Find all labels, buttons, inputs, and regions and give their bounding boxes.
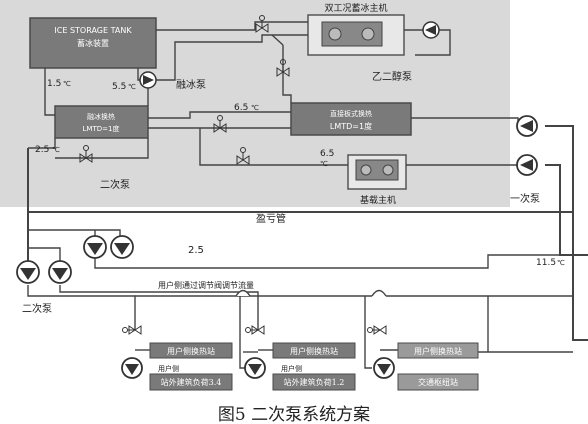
valve-icon [236, 147, 250, 165]
bypass-pipe-label: 盈亏管 [256, 212, 286, 225]
base-chiller-label: 基载主机 [360, 194, 396, 206]
glycol-pump-label: 乙二醇泵 [372, 70, 412, 83]
glycol-pump [422, 21, 440, 39]
secondary-pump-lower-3 [83, 235, 107, 259]
secondary-pump-lower-4 [110, 235, 134, 259]
temp-2-5-upper: 2.5 [35, 145, 49, 155]
temp-6-5-lower: 6.5 [320, 149, 334, 159]
user-hx-1-label: 用户侧换热站 [167, 346, 215, 356]
melt-hx-title: 融冰换热 [87, 112, 115, 121]
load-3-label: 交通枢纽站 [418, 377, 458, 387]
valve-icon [276, 59, 290, 77]
melt-hx-lmtd: LMTD=1度 [83, 124, 120, 133]
user-side-2-label: 用户侧 [281, 364, 302, 373]
secondary-pump-lower-label: 二次泵 [22, 302, 52, 315]
plate-hx-title: 直接板式换热 [330, 109, 372, 118]
valve-icon [213, 115, 227, 133]
plate-heat-exchanger: 直接板式换热 LMTD=1度 [290, 102, 412, 136]
primary-pump-label: 一次泵 [510, 192, 540, 205]
secondary-pump-upper-label: 二次泵 [100, 178, 130, 191]
temp-5-5-unit: ℃ [128, 83, 136, 91]
temp-11-5-unit: ℃ [557, 259, 565, 267]
user-hx-3-label: 用户侧换热站 [414, 346, 462, 356]
user-hx-2-label: 用户侧换热站 [290, 346, 338, 356]
ice-tank-title: ICE STORAGE TANK [54, 26, 132, 35]
primary-pump-2 [516, 154, 538, 176]
primary-pump-1 [516, 115, 538, 137]
load-1-label: 站外建筑负荷3.4 [161, 377, 222, 387]
plant-valves [79, 15, 290, 165]
temp-6-5-lower-unit: ℃ [320, 160, 328, 168]
plant-pipes [28, 21, 520, 166]
ice-melt-pump-label: 融冰泵 [176, 78, 206, 91]
valve-icon [367, 325, 387, 335]
temp-6-5-upper: 6.5 [234, 103, 248, 113]
user-station-2: 用户侧换热站 用户侧 站外建筑负荷1.2 [244, 325, 356, 391]
ice-storage-tank: ICE STORAGE TANK 蓄冰装置 [29, 17, 157, 69]
user-pump-3 [373, 357, 395, 379]
ice-tank-subtitle: 蓄冰装置 [77, 38, 109, 48]
user-pump-2 [244, 357, 266, 379]
temp-2-5-upper-unit: ℃ [52, 146, 60, 154]
temp-6-5-upper-unit: ℃ [251, 104, 259, 112]
dual-mode-chiller: 双工况蓄冰主机 [307, 2, 405, 56]
pipe-crossings [235, 289, 387, 297]
temp-2-5-lower: 2.5 [188, 245, 204, 256]
base-load-chiller: 基载主机 [347, 154, 407, 206]
temp-5-5: 5.5 [112, 82, 126, 92]
secondary-pump-lower-2 [48, 260, 72, 284]
user-pump-1 [121, 357, 143, 379]
distribution-pipes [27, 125, 588, 369]
temp-1-5-unit: ℃ [63, 80, 71, 88]
figure-caption: 图5 二次泵系统方案 [218, 405, 370, 424]
valve-icon [245, 325, 265, 335]
valve-icon [122, 325, 142, 335]
melt-heat-exchanger: 融冰换热 LMTD=1度 [54, 105, 149, 139]
valve-icon [255, 15, 269, 33]
secondary-pump-lower-1 [16, 260, 40, 284]
ice-melt-pump [139, 71, 157, 89]
dual-chiller-label: 双工况蓄冰主机 [324, 2, 387, 14]
user-flow-note: 用户侧通过调节阀调节流量 [158, 280, 254, 290]
valve-icon [79, 145, 93, 163]
temp-11-5: 11.5 [536, 258, 556, 268]
load-2-label: 站外建筑负荷1.2 [284, 377, 345, 387]
user-station-1: 用户侧换热站 用户侧 站外建筑负荷3.4 [121, 325, 233, 391]
temp-1-5: 1.5 [47, 79, 61, 89]
plate-hx-lmtd: LMTD=1度 [330, 121, 372, 131]
user-side-1-label: 用户侧 [158, 364, 179, 373]
user-station-3: 用户侧换热站 交通枢纽站 [367, 325, 479, 391]
